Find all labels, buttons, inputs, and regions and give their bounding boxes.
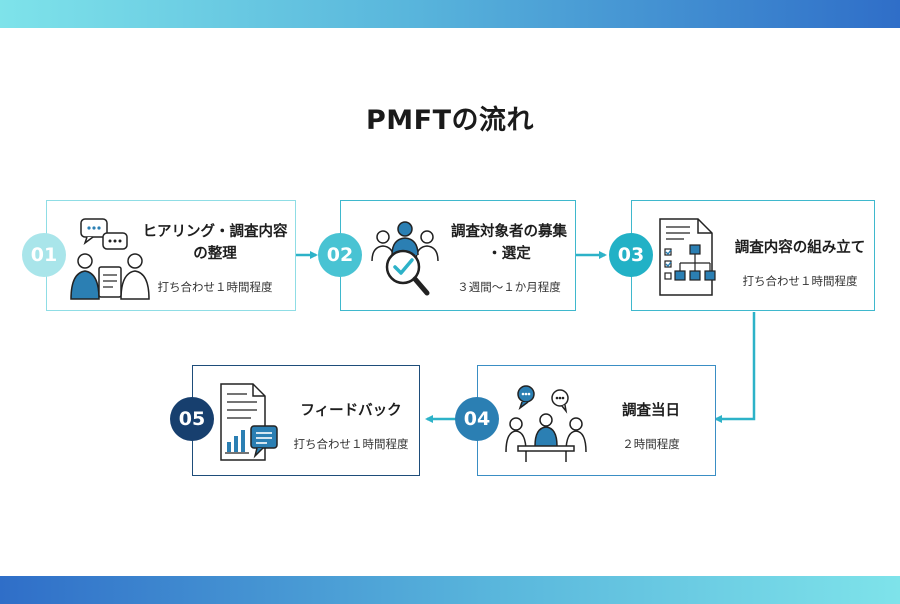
step-02-label-line1: 調査対象者の募集 xyxy=(451,224,567,240)
step-01-label-line2: の整理 xyxy=(193,246,237,262)
interview-icon xyxy=(70,218,150,300)
bottom-gradient-band xyxy=(0,576,900,604)
recruit-search-icon xyxy=(371,221,439,296)
step-02-duration: ３週間〜１か月程度 xyxy=(457,280,561,294)
top-gradient-band xyxy=(0,0,900,28)
step-03-duration: 打ち合わせ１時間程度 xyxy=(742,274,858,288)
step-05-duration: 打ち合わせ１時間程度 xyxy=(293,437,409,451)
step-card-04: 調査当日 ２時間程度 xyxy=(477,365,716,476)
flowchart-document-icon xyxy=(659,218,716,296)
page-title: PMFTの流れ xyxy=(365,105,535,136)
step-04-duration: ２時間程度 xyxy=(622,437,680,451)
step-01-label-line1: ヒアリング・調査内容 xyxy=(142,224,288,240)
step-02-label-line2: ・選定 xyxy=(487,246,531,262)
step-badge-05: 05 xyxy=(170,397,214,441)
step-card-02: 調査対象者の募集 ・選定 ３週間〜１か月程度 xyxy=(340,200,576,311)
step-04-label: 調査当日 xyxy=(622,403,680,419)
report-chart-icon xyxy=(220,383,278,461)
step-02-label: 調査対象者の募集 ・選定 xyxy=(447,221,571,265)
step-card-01: ヒアリング・調査内容 の整理 打ち合わせ１時間程度 xyxy=(46,200,296,311)
step-badge-04: 04 xyxy=(455,397,499,441)
step-badge-01: 01 xyxy=(22,233,66,277)
meeting-icon xyxy=(505,385,587,462)
step-card-05: フィードバック 打ち合わせ１時間程度 xyxy=(192,365,420,476)
step-01-label: ヒアリング・調査内容 の整理 xyxy=(139,221,291,265)
step-01-duration: 打ち合わせ１時間程度 xyxy=(157,280,273,294)
step-03-label: 調査内容の組み立て xyxy=(734,240,866,256)
step-card-03: 調査内容の組み立て 打ち合わせ１時間程度 xyxy=(631,200,875,311)
step-05-label: フィードバック xyxy=(300,403,402,419)
arrow-03-04 xyxy=(714,312,756,423)
step-badge-02: 02 xyxy=(318,233,362,277)
step-badge-03: 03 xyxy=(609,233,653,277)
